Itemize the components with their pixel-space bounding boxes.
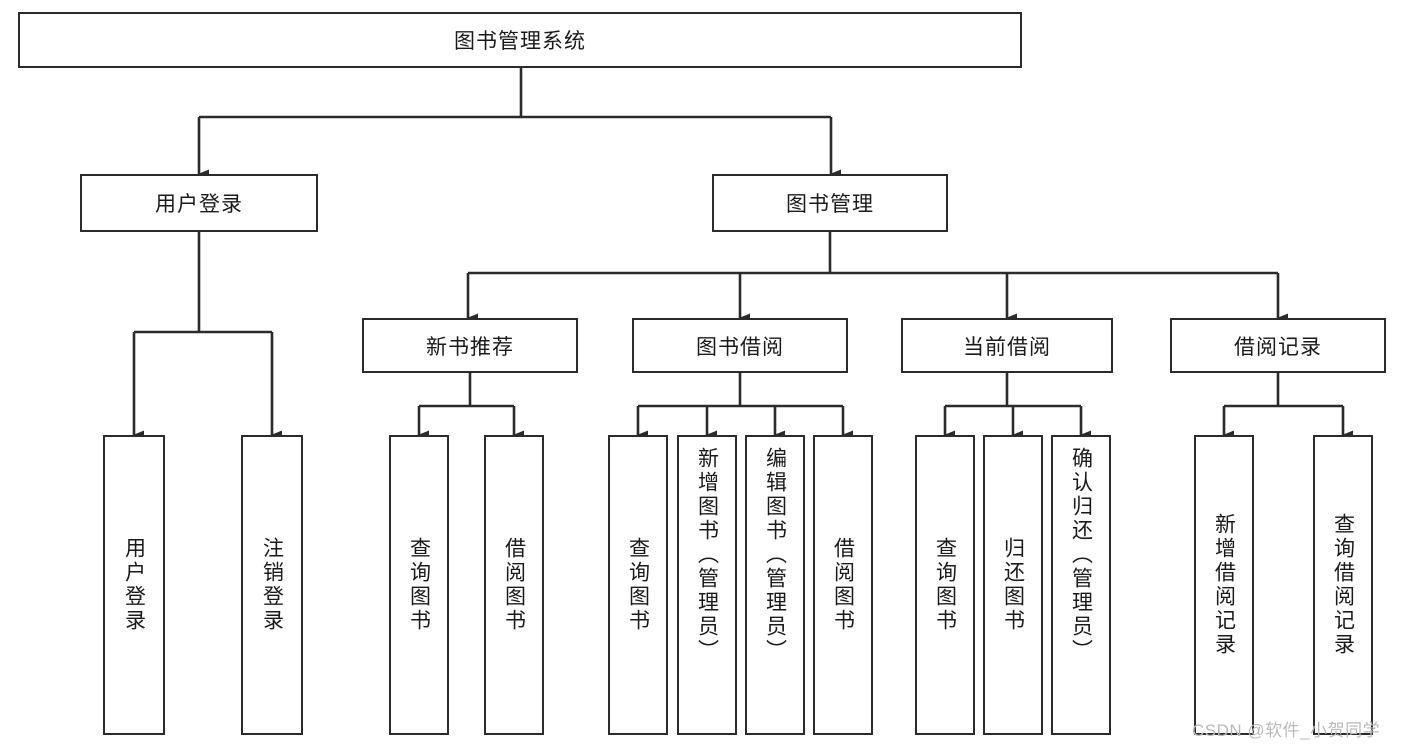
node-new-book-recommend-label: 新书推荐 xyxy=(426,335,514,359)
leaf-query-book-current-label: 查询图书 xyxy=(933,537,957,633)
node-book-borrow-label: 图书借阅 xyxy=(696,335,784,359)
leaf-user-login-label: 用户登录 xyxy=(122,537,146,633)
leaf-return-book-label: 归还图书 xyxy=(1001,537,1025,633)
leaf-query-book-newbook[interactable]: 查询图书 xyxy=(389,435,449,735)
leaf-add-book-admin[interactable]: 新增图书（管理员） xyxy=(677,435,737,735)
leaf-confirm-return-admin[interactable]: 确认归还（管理员） xyxy=(1051,435,1111,735)
node-new-book-recommend[interactable]: 新书推荐 xyxy=(362,318,578,373)
leaf-user-login[interactable]: 用户登录 xyxy=(103,435,165,735)
leaf-borrow-book-newbook[interactable]: 借阅图书 xyxy=(484,435,544,735)
leaf-query-book-current[interactable]: 查询图书 xyxy=(915,435,975,735)
node-current-borrow[interactable]: 当前借阅 xyxy=(901,318,1113,373)
leaf-edit-book-admin[interactable]: 编辑图书（管理员） xyxy=(745,435,805,735)
node-borrow-record-label: 借阅记录 xyxy=(1234,335,1322,359)
leaf-logout[interactable]: 注销登录 xyxy=(241,435,303,735)
leaf-query-borrow-record[interactable]: 查询借阅记录 xyxy=(1313,435,1373,735)
leaf-borrow-book[interactable]: 借阅图书 xyxy=(813,435,873,735)
node-book-management-label: 图书管理 xyxy=(786,193,874,216)
node-borrow-record[interactable]: 借阅记录 xyxy=(1170,318,1386,373)
node-current-borrow-label: 当前借阅 xyxy=(963,335,1051,359)
leaf-add-book-admin-label: 新增图书（管理员） xyxy=(695,447,719,663)
leaf-query-borrow-record-label: 查询借阅记录 xyxy=(1331,513,1355,657)
leaf-query-book-newbook-label: 查询图书 xyxy=(407,537,431,633)
node-user-login[interactable]: 用户登录 xyxy=(80,174,318,232)
leaf-return-book[interactable]: 归还图书 xyxy=(983,435,1043,735)
leaf-borrow-book-label: 借阅图书 xyxy=(831,537,855,633)
leaf-query-book-borrow[interactable]: 查询图书 xyxy=(608,435,668,735)
leaf-logout-label: 注销登录 xyxy=(260,537,284,633)
node-user-login-label: 用户登录 xyxy=(155,193,243,216)
leaf-add-borrow-record[interactable]: 新增借阅记录 xyxy=(1194,435,1254,735)
node-book-management[interactable]: 图书管理 xyxy=(712,174,948,232)
node-root[interactable]: 图书管理系统 xyxy=(18,12,1022,68)
leaf-query-book-borrow-label: 查询图书 xyxy=(626,537,650,633)
leaf-confirm-return-admin-label: 确认归还（管理员） xyxy=(1069,447,1093,663)
node-book-borrow[interactable]: 图书借阅 xyxy=(632,318,848,373)
node-root-label: 图书管理系统 xyxy=(454,30,586,53)
leaf-borrow-book-newbook-label: 借阅图书 xyxy=(502,537,526,633)
watermark: CSDN @软件_小贺同学 xyxy=(1192,721,1381,740)
leaf-add-borrow-record-label: 新增借阅记录 xyxy=(1212,513,1236,657)
leaf-edit-book-admin-label: 编辑图书（管理员） xyxy=(763,447,787,663)
